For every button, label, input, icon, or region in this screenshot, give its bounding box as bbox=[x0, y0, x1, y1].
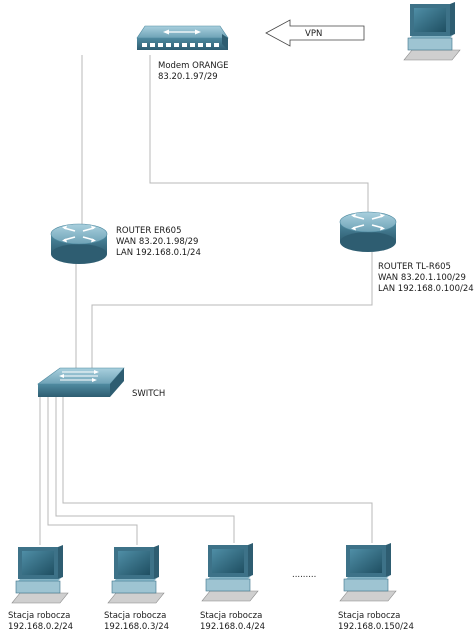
router-er605-name: ROUTER ER605 bbox=[116, 226, 182, 236]
router-tl605[interactable]: ROUTER TL-R605 WAN 83.20.1.100/29 LAN 19… bbox=[339, 211, 474, 294]
link-switch-pc2 bbox=[47, 392, 138, 545]
switch-icon bbox=[37, 367, 125, 397]
link-tl605-switch bbox=[91, 252, 373, 372]
workstation-2[interactable]: Stacja robocza 192.168.0.3/24 bbox=[104, 544, 169, 631]
workstation-1-name: Stacja robocza bbox=[8, 611, 70, 621]
modem-orange[interactable]: Modem ORANGE 83.20.1.97/29 bbox=[136, 25, 229, 82]
workstation-1-ip: 192.168.0.2/24 bbox=[8, 622, 73, 631]
switch-name: SWITCH bbox=[132, 389, 165, 399]
vpn-arrow: VPN bbox=[265, 19, 365, 47]
pc-icon bbox=[11, 544, 69, 604]
router-er605-lan: LAN 192.168.0.1/24 bbox=[116, 248, 201, 258]
router-er605-wan: WAN 83.20.1.98/29 bbox=[116, 237, 198, 247]
remote-pc[interactable] bbox=[403, 1, 461, 61]
router-icon bbox=[50, 223, 108, 265]
modem-ip: 83.20.1.97/29 bbox=[158, 72, 218, 82]
workstation-4-name: Stacja robocza bbox=[338, 611, 400, 621]
workstation-1[interactable]: Stacja robocza 192.168.0.2/24 bbox=[8, 544, 73, 631]
router-er605[interactable]: ROUTER ER605 WAN 83.20.1.98/29 LAN 192.1… bbox=[50, 223, 201, 265]
link-switch-pc4 bbox=[62, 392, 373, 543]
link-switch-pc3 bbox=[55, 392, 235, 543]
router-icon bbox=[339, 211, 397, 253]
link-modem-tl605 bbox=[149, 55, 369, 218]
modem-name: Modem ORANGE bbox=[158, 61, 229, 71]
modem-icon bbox=[136, 25, 229, 50]
router-tl605-wan: WAN 83.20.1.100/29 bbox=[378, 273, 466, 283]
pc-icon bbox=[339, 542, 397, 602]
workstation-4-ip: 192.168.0.150/24 bbox=[338, 622, 414, 631]
workstation-2-name: Stacja robocza bbox=[104, 611, 166, 621]
workstation-3[interactable]: Stacja robocza 192.168.0.4/24 bbox=[200, 542, 265, 631]
workstation-4[interactable]: Stacja robocza 192.168.0.150/24 bbox=[338, 542, 414, 631]
pc-icon bbox=[107, 544, 165, 604]
workstations-ellipsis: ......... bbox=[292, 570, 316, 580]
network-switch[interactable]: SWITCH bbox=[37, 367, 165, 399]
workstation-3-ip: 192.168.0.4/24 bbox=[200, 622, 265, 631]
network-links bbox=[39, 55, 373, 545]
workstation-2-ip: 192.168.0.3/24 bbox=[104, 622, 169, 631]
pc-icon bbox=[403, 1, 461, 61]
workstation-3-name: Stacja robocza bbox=[200, 611, 262, 621]
pc-icon bbox=[201, 542, 259, 602]
router-tl605-name: ROUTER TL-R605 bbox=[378, 262, 451, 272]
router-tl605-lan: LAN 192.168.0.100/24 bbox=[378, 284, 474, 294]
vpn-label: VPN bbox=[305, 29, 322, 39]
